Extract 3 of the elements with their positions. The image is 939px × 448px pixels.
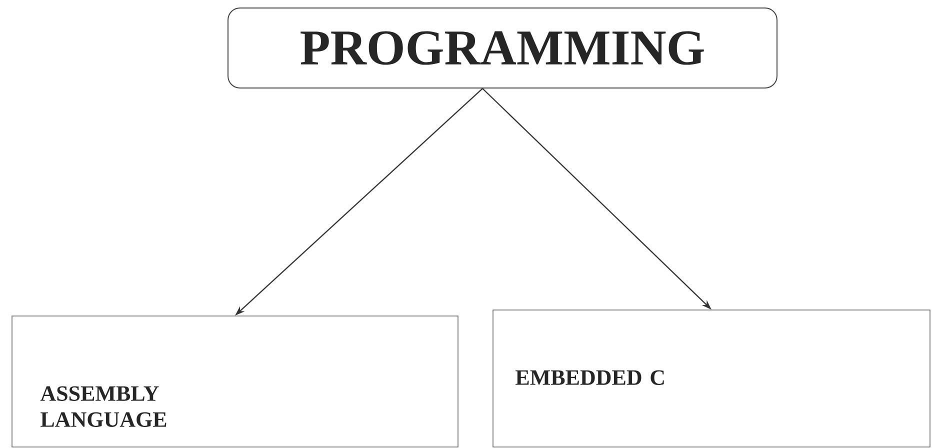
text-box: ASSEMBLY LANGUAGE: [12, 316, 458, 448]
text-box: EMBEDDED C: [492, 310, 930, 448]
rounded-box: PROGRAMMING: [228, 8, 778, 88]
